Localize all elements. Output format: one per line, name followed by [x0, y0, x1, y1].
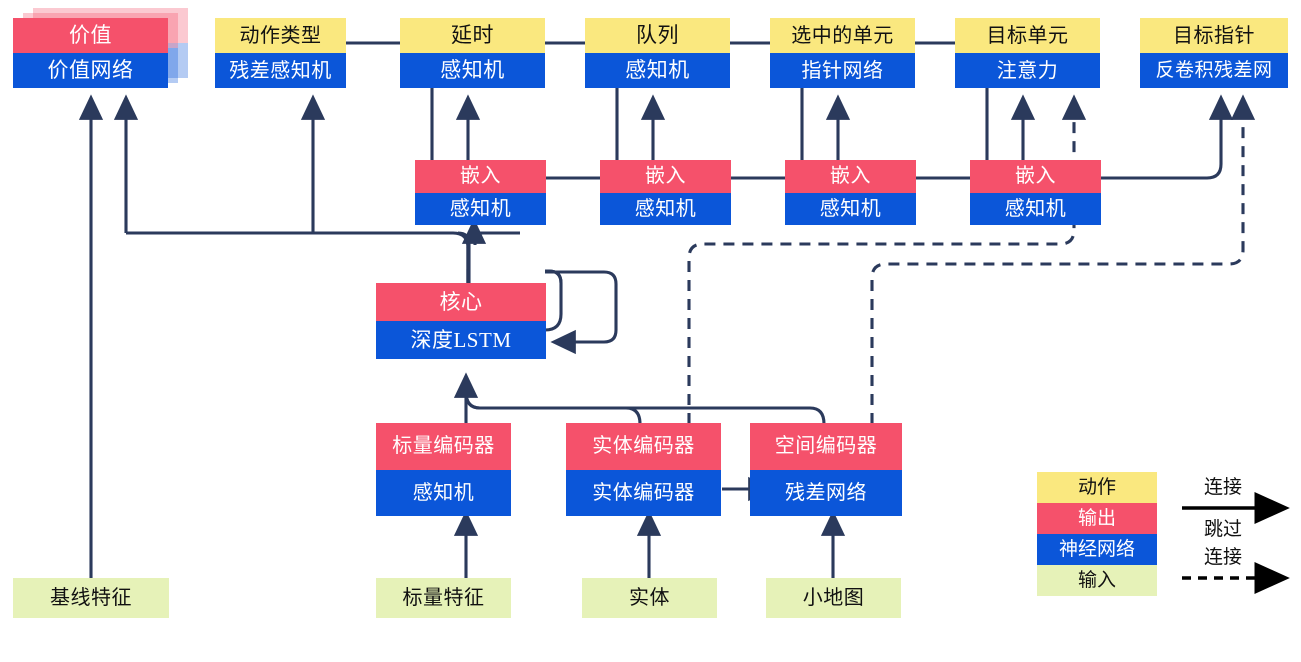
node-delay-bottom: 感知机: [400, 53, 545, 88]
legend-swatch-action: 动作: [1037, 472, 1157, 503]
node-queue[interactable]: 队列 感知机: [585, 18, 730, 88]
node-embed-2-top: 嵌入: [600, 160, 731, 193]
node-value-bottom: 价值网络: [13, 53, 168, 88]
node-scalar-encoder[interactable]: 标量编码器 感知机: [376, 423, 511, 516]
node-embed-1-bottom: 感知机: [415, 192, 546, 225]
node-core-bottom: 深度LSTM: [376, 321, 546, 359]
node-baseline-features[interactable]: 基线特征: [13, 578, 169, 618]
legend-color-key: 动作 输出 神经网络 输入: [1037, 472, 1157, 596]
node-queue-top: 队列: [585, 18, 730, 53]
legend-label-connection: 连接: [1204, 477, 1243, 498]
node-value[interactable]: 价值 价值网络: [13, 18, 168, 88]
node-embed-4-bottom: 感知机: [970, 192, 1101, 225]
node-scalar-features-label: 标量特征: [376, 578, 511, 618]
node-target-unit-top: 目标单元: [955, 18, 1100, 53]
node-delay[interactable]: 延时 感知机: [400, 18, 545, 88]
node-embed-4[interactable]: 嵌入 感知机: [970, 160, 1101, 225]
node-target-point-bottom: 反卷积残差网: [1140, 53, 1288, 88]
legend-arrow-glyphs: [1182, 492, 1290, 594]
node-spatial-encoder[interactable]: 空间编码器 残差网络: [750, 423, 902, 516]
legend-swatch-network: 神经网络: [1037, 534, 1157, 565]
node-target-point[interactable]: 目标指针 反卷积残差网: [1140, 18, 1288, 88]
node-baseline-features-label: 基线特征: [13, 578, 169, 618]
node-embed-1[interactable]: 嵌入 感知机: [415, 160, 546, 225]
node-core-top: 核心: [376, 283, 546, 321]
node-target-unit[interactable]: 目标单元 注意力: [955, 18, 1100, 88]
legend-label-skip-line1: 跳过: [1204, 519, 1243, 540]
node-scalar-encoder-bottom: 感知机: [376, 469, 511, 516]
node-target-unit-bottom: 注意力: [955, 53, 1100, 88]
node-embed-3[interactable]: 嵌入 感知机: [785, 160, 916, 225]
node-entities-label: 实体: [582, 578, 717, 618]
node-value-top: 价值: [13, 18, 168, 53]
node-delay-top: 延时: [400, 18, 545, 53]
node-scalar-encoder-top: 标量编码器: [376, 423, 511, 470]
node-entity-encoder-bottom: 实体编码器: [566, 469, 721, 516]
node-embed-4-top: 嵌入: [970, 160, 1101, 193]
legend-arrow-key: 连接 跳过 连接: [1180, 478, 1298, 600]
node-embed-1-top: 嵌入: [415, 160, 546, 193]
node-entities[interactable]: 实体: [582, 578, 717, 618]
node-minimap[interactable]: 小地图: [766, 578, 901, 618]
node-embed-3-top: 嵌入: [785, 160, 916, 193]
node-embed-2[interactable]: 嵌入 感知机: [600, 160, 731, 225]
node-minimap-label: 小地图: [766, 578, 901, 618]
node-selected-units-top: 选中的单元: [770, 18, 915, 53]
node-entity-encoder-top: 实体编码器: [566, 423, 721, 470]
node-selected-units-bottom: 指针网络: [770, 53, 915, 88]
node-target-point-top: 目标指针: [1140, 18, 1288, 53]
node-core[interactable]: 核心 深度LSTM: [376, 283, 546, 359]
node-action-type-bottom: 残差感知机: [215, 53, 346, 88]
node-embed-2-bottom: 感知机: [600, 192, 731, 225]
node-action-type-top: 动作类型: [215, 18, 346, 53]
legend-swatch-input: 输入: [1037, 565, 1157, 596]
node-embed-3-bottom: 感知机: [785, 192, 916, 225]
node-selected-units[interactable]: 选中的单元 指针网络: [770, 18, 915, 88]
node-queue-bottom: 感知机: [585, 53, 730, 88]
node-scalar-features[interactable]: 标量特征: [376, 578, 511, 618]
node-entity-encoder[interactable]: 实体编码器 实体编码器: [566, 423, 721, 516]
node-spatial-encoder-top: 空间编码器: [750, 423, 902, 470]
legend-swatch-output: 输出: [1037, 503, 1157, 534]
node-spatial-encoder-bottom: 残差网络: [750, 469, 902, 516]
legend-label-skip-line2: 连接: [1204, 547, 1243, 568]
node-action-type[interactable]: 动作类型 残差感知机: [215, 18, 346, 88]
